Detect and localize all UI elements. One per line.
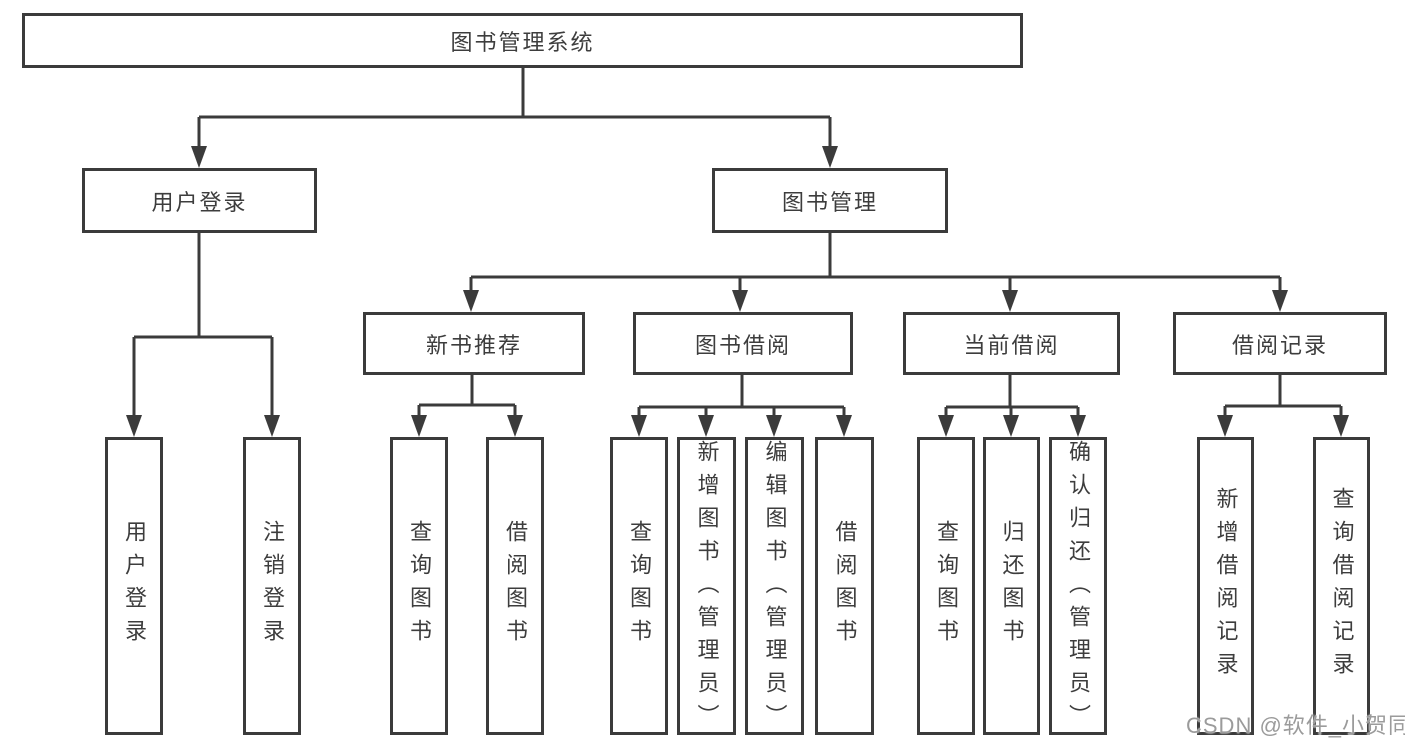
- csdn-watermark: CSDN @软件_小贺同学: [1186, 713, 1405, 738]
- leaf-records-add-record-label: 新增借阅记录: [1213, 487, 1239, 685]
- connector-newbooks-to-leaves: [417, 375, 517, 416]
- node-borrow-records-label: 借阅记录: [1231, 332, 1328, 358]
- node-book-borrow-label: 图书借阅: [694, 332, 791, 358]
- leaf-logout-label: 注销登录: [260, 520, 285, 652]
- leaf-borrow-edit-books-admin: 编辑图书（管理员）: [745, 437, 804, 737]
- node-book-borrow: 图书借阅: [633, 312, 853, 375]
- node-current-borrow-label: 当前借阅: [963, 332, 1060, 358]
- leaf-records-query-record: 查询借阅记录: [1313, 437, 1370, 735]
- arrowheads: [126, 146, 1349, 437]
- leaf-borrow-add-books-admin: 新增图书（管理员）: [677, 437, 736, 737]
- node-book-management: 图书管理: [712, 168, 948, 233]
- leaf-records-add-record: 新增借阅记录: [1197, 437, 1254, 735]
- leaf-current-query-books: 查询图书: [917, 437, 975, 735]
- leaf-borrow-query-books-label: 查询图书: [627, 520, 652, 652]
- leaf-borrow-query-books: 查询图书: [610, 437, 668, 735]
- leaf-borrow-borrow-books-label: 借阅图书: [832, 520, 858, 652]
- leaf-borrow-edit-books-admin-label: 编辑图书（管理员）: [762, 440, 788, 737]
- node-root-label: 图书管理系统: [450, 29, 595, 55]
- leaf-borrow-add-books-admin-label: 新增图书（管理员）: [694, 440, 720, 737]
- node-book-management-label: 图书管理: [781, 189, 878, 215]
- leaf-borrow-borrow-books: 借阅图书: [815, 437, 874, 735]
- connector-bookmgmt-to-level3: [469, 232, 1282, 291]
- node-user-login: 用户登录: [82, 168, 317, 233]
- node-user-login-label: 用户登录: [151, 189, 248, 215]
- connector-userlogin-to-leaves: [132, 232, 274, 416]
- connector-current-to-leaves: [944, 375, 1080, 416]
- leaf-current-confirm-return-admin-label: 确认归还（管理员）: [1066, 440, 1091, 737]
- node-new-book-recommend-label: 新书推荐: [425, 332, 522, 358]
- leaf-current-return-books-label: 归还图书: [999, 520, 1025, 652]
- leaf-current-return-books: 归还图书: [983, 437, 1040, 735]
- connector-records-to-leaves: [1223, 375, 1343, 416]
- node-borrow-records: 借阅记录: [1173, 312, 1387, 375]
- node-root: 图书管理系统: [22, 13, 1023, 68]
- leaf-records-query-record-label: 查询借阅记录: [1329, 487, 1355, 685]
- leaf-newbooks-query-books: 查询图书: [390, 437, 448, 735]
- leaf-newbooks-borrow-books-label: 借阅图书: [503, 520, 528, 652]
- leaf-logout: 注销登录: [243, 437, 301, 735]
- leaf-newbooks-query-books-label: 查询图书: [407, 520, 432, 652]
- node-current-borrow: 当前借阅: [903, 312, 1120, 375]
- leaf-current-confirm-return-admin: 确认归还（管理员）: [1049, 437, 1107, 737]
- leaf-user-login-label: 用户登录: [122, 520, 147, 652]
- connector-borrow-to-leaves: [637, 375, 846, 416]
- node-new-book-recommend: 新书推荐: [363, 312, 585, 375]
- leaf-current-query-books-label: 查询图书: [934, 520, 959, 652]
- connector-root-to-level2: [197, 68, 832, 147]
- leaf-user-login: 用户登录: [105, 437, 163, 735]
- leaf-newbooks-borrow-books: 借阅图书: [486, 437, 544, 735]
